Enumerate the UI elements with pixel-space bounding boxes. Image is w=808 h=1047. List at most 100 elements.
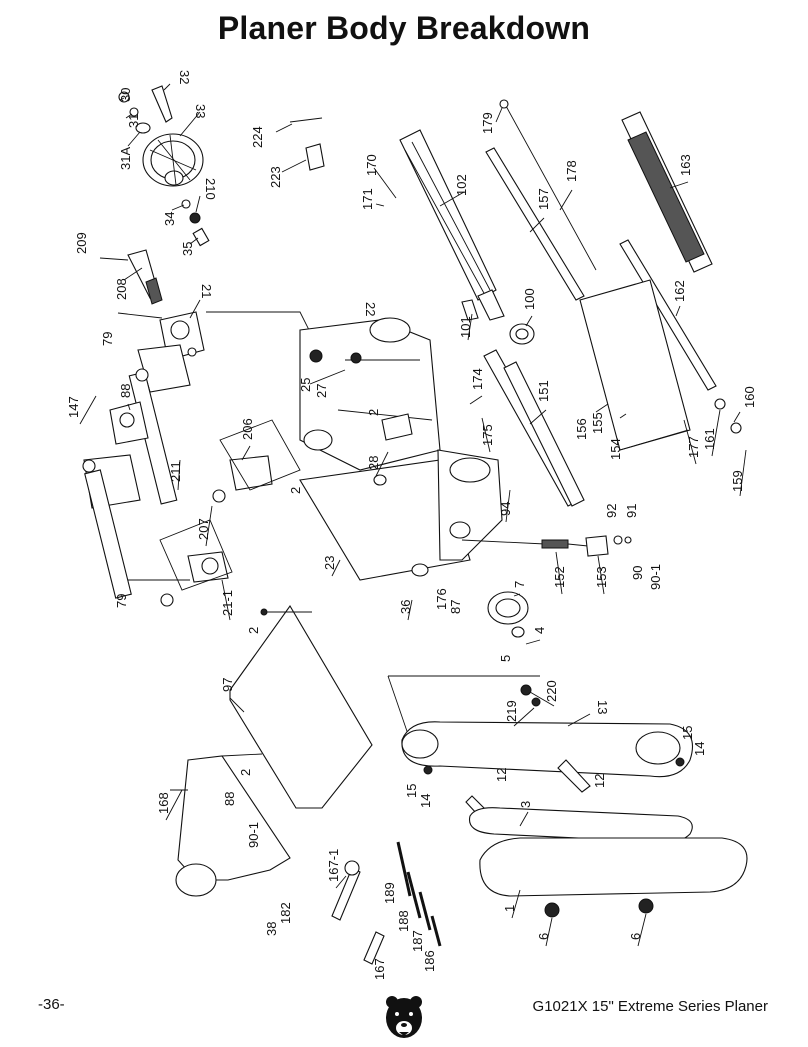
callout-206: 206 bbox=[240, 418, 255, 440]
callout-167-1: 167-1 bbox=[326, 849, 341, 882]
callout-210: 210 bbox=[203, 178, 218, 200]
callout-88b: 88 bbox=[222, 792, 237, 806]
callout-100: 100 bbox=[522, 288, 537, 310]
callout-14b: 14 bbox=[418, 794, 433, 808]
leader-lines bbox=[79, 83, 747, 947]
callout-154: 154 bbox=[608, 438, 623, 460]
callout-21: 21 bbox=[199, 284, 214, 298]
page-number: -36- bbox=[38, 996, 65, 1013]
left-rods bbox=[82, 344, 301, 607]
callout-209: 209 bbox=[74, 232, 89, 254]
callout-147: 147 bbox=[66, 396, 81, 418]
callout-7: 7 bbox=[512, 581, 527, 588]
callout-207: 207 bbox=[196, 518, 211, 540]
callout-162: 162 bbox=[672, 280, 687, 302]
footer-model: G1021X 15" Extreme Series Planer bbox=[532, 998, 768, 1015]
callout-23: 23 bbox=[322, 556, 337, 570]
belt-drive bbox=[401, 684, 748, 918]
callout-6a: 6 bbox=[536, 933, 551, 940]
callout-90-1a: 90-1 bbox=[648, 564, 663, 590]
dust-hood bbox=[170, 753, 291, 897]
callout-2a: 2 bbox=[366, 409, 381, 416]
callout-189: 189 bbox=[382, 882, 397, 904]
callout-88a: 88 bbox=[118, 384, 133, 398]
callout-79a: 79 bbox=[100, 332, 115, 346]
handwheel-assembly bbox=[99, 85, 210, 305]
callout-167: 167 bbox=[372, 958, 387, 980]
callout-155: 155 bbox=[590, 412, 605, 434]
callout-36: 36 bbox=[398, 600, 413, 614]
callout-12b: 12 bbox=[592, 774, 607, 788]
callout-6b: 6 bbox=[628, 933, 643, 940]
callout-22: 22 bbox=[363, 302, 378, 316]
callout-176: 176 bbox=[434, 588, 449, 610]
callout-90: 90 bbox=[630, 566, 645, 580]
callout-2c: 2 bbox=[246, 627, 261, 634]
callout-156: 156 bbox=[574, 418, 589, 440]
callout-151: 151 bbox=[536, 380, 551, 402]
callout-219: 219 bbox=[504, 700, 519, 722]
gearbox-bracket bbox=[117, 311, 371, 361]
spring-assembly bbox=[461, 535, 632, 557]
tools bbox=[331, 841, 442, 965]
callout-28: 28 bbox=[366, 456, 381, 470]
callout-79b: 79 bbox=[114, 594, 129, 608]
callout-211: 211 bbox=[168, 461, 183, 482]
callout-15b: 15 bbox=[404, 784, 419, 798]
callout-187: 187 bbox=[410, 930, 425, 952]
callout-3: 3 bbox=[518, 801, 533, 808]
callout-labels: 32 30 31 31A 33 34 210 35 209 208 21 79 … bbox=[66, 70, 757, 980]
callout-92: 92 bbox=[604, 504, 619, 518]
callout-14a: 14 bbox=[692, 742, 707, 756]
callout-25: 25 bbox=[298, 378, 313, 392]
callout-186: 186 bbox=[422, 950, 437, 972]
cutterhead-and-rollers bbox=[289, 99, 742, 507]
callout-161: 161 bbox=[702, 428, 717, 450]
callout-87: 87 bbox=[448, 600, 463, 614]
callout-2b: 2 bbox=[288, 487, 303, 494]
callout-21-1: 21-1 bbox=[220, 590, 235, 616]
side-cover bbox=[229, 604, 373, 809]
pulley bbox=[387, 591, 540, 741]
callout-33: 33 bbox=[193, 104, 208, 118]
callout-30: 30 bbox=[118, 88, 133, 102]
callout-160: 160 bbox=[742, 386, 757, 408]
page-title: Planer Body Breakdown bbox=[217, 10, 591, 46]
callout-38: 38 bbox=[264, 922, 279, 936]
callout-31a: 31A bbox=[118, 147, 133, 170]
callout-35: 35 bbox=[180, 242, 195, 256]
callout-168: 168 bbox=[156, 792, 171, 814]
callout-5: 5 bbox=[498, 655, 513, 662]
callout-102: 102 bbox=[454, 174, 469, 196]
callout-90-1b: 90-1 bbox=[246, 822, 261, 848]
callout-174: 174 bbox=[470, 368, 485, 390]
callout-163: 163 bbox=[678, 154, 693, 176]
callout-13: 13 bbox=[595, 700, 610, 714]
callout-2d: 2 bbox=[238, 769, 253, 776]
callout-94: 94 bbox=[498, 502, 513, 516]
callout-208: 208 bbox=[114, 278, 129, 300]
callout-91: 91 bbox=[624, 504, 639, 518]
callout-4: 4 bbox=[532, 627, 547, 634]
callout-220: 220 bbox=[544, 680, 559, 702]
callout-175: 175 bbox=[480, 424, 495, 446]
callout-27: 27 bbox=[314, 384, 329, 398]
callout-179: 179 bbox=[480, 112, 495, 134]
callout-1: 1 bbox=[502, 905, 517, 912]
callout-157: 157 bbox=[536, 188, 551, 210]
callout-15a: 15 bbox=[680, 726, 695, 740]
planer-frame bbox=[299, 317, 503, 581]
callout-12a: 12 bbox=[494, 768, 509, 782]
callout-97: 97 bbox=[220, 678, 235, 692]
callout-32: 32 bbox=[177, 70, 192, 84]
callout-34: 34 bbox=[162, 212, 177, 226]
callout-182: 182 bbox=[278, 902, 293, 924]
callout-224: 224 bbox=[250, 126, 265, 148]
callout-171: 171 bbox=[360, 188, 375, 210]
callout-178: 178 bbox=[564, 160, 579, 182]
callout-223: 223 bbox=[268, 166, 283, 188]
bear-logo-icon bbox=[386, 996, 422, 1038]
callout-170: 170 bbox=[364, 154, 379, 176]
callout-188: 188 bbox=[396, 910, 411, 932]
